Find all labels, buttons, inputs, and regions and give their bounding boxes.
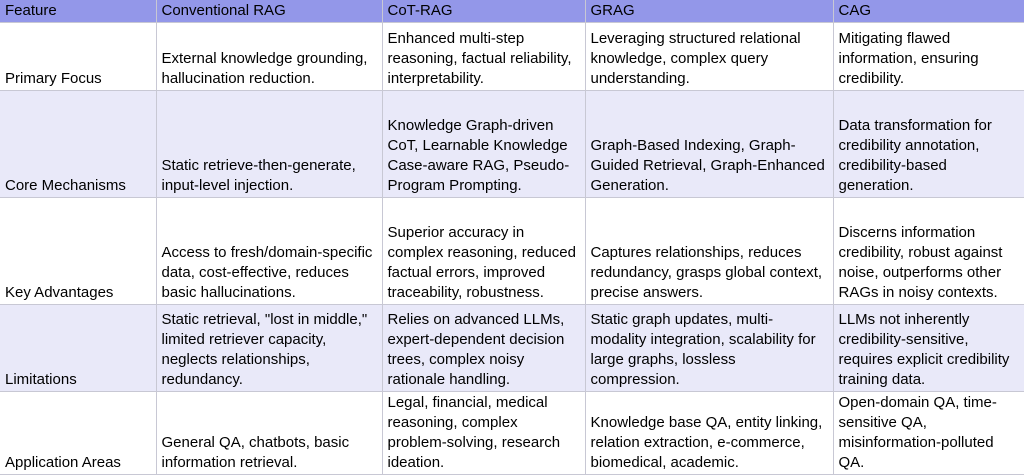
table-cell: LLMs not inherently credibility-sensitiv… — [833, 304, 1024, 392]
header-cell-cot-rag: CoT-RAG — [382, 0, 586, 23]
table-cell: Discerns information credibility, robust… — [833, 197, 1024, 305]
table-cell: General QA, chatbots, basic information … — [156, 391, 383, 475]
table-cell: Open-domain QA, time-sensitive QA, misin… — [833, 391, 1024, 475]
table-row: Primary Focus External knowledge groundi… — [0, 22, 1024, 91]
table-cell: Graph-Based Indexing, Graph-Guided Retri… — [585, 90, 834, 198]
table-cell: Enhanced multi-step reasoning, factual r… — [382, 22, 586, 91]
table-cell: Superior accuracy in complex reasoning, … — [382, 197, 586, 305]
table-row: Core Mechanisms Static retrieve-then-gen… — [0, 90, 1024, 198]
row-label-core-mechanisms: Core Mechanisms — [0, 90, 157, 198]
table-row: Limitations Static retrieval, "lost in m… — [0, 304, 1024, 392]
header-cell-cag: CAG — [833, 0, 1024, 23]
table-cell: Static retrieval, "lost in middle," limi… — [156, 304, 383, 392]
row-label-limitations: Limitations — [0, 304, 157, 392]
table-cell: Captures relationships, reduces redundan… — [585, 197, 834, 305]
table-row: Key Advantages Access to fresh/domain-sp… — [0, 197, 1024, 305]
row-label-application-areas: Application Areas — [0, 391, 157, 475]
table-cell: Relies on advanced LLMs, expert-dependen… — [382, 304, 586, 392]
table-cell: External knowledge grounding, hallucinat… — [156, 22, 383, 91]
table-cell: Knowledge base QA, entity linking, relat… — [585, 391, 834, 475]
table-cell: Static retrieve-then-generate, input-lev… — [156, 90, 383, 198]
table-cell: Static graph updates, multi-modality int… — [585, 304, 834, 392]
table-row: Application Areas General QA, chatbots, … — [0, 391, 1024, 475]
table-cell: Knowledge Graph-driven CoT, Learnable Kn… — [382, 90, 586, 198]
table-cell: Legal, financial, medical reasoning, com… — [382, 391, 586, 475]
table-cell: Access to fresh/domain-specific data, co… — [156, 197, 383, 305]
row-label-primary-focus: Primary Focus — [0, 22, 157, 91]
header-row: Feature Conventional RAG CoT-RAG GRAG CA… — [0, 0, 1024, 23]
table-cell: Data transformation for credibility anno… — [833, 90, 1024, 198]
row-label-key-advantages: Key Advantages — [0, 197, 157, 305]
header-cell-feature: Feature — [0, 0, 157, 23]
header-cell-grag: GRAG — [585, 0, 834, 23]
header-cell-conventional-rag: Conventional RAG — [156, 0, 383, 23]
table-cell: Mitigating flawed information, ensuring … — [833, 22, 1024, 91]
table-cell: Leveraging structured relational knowled… — [585, 22, 834, 91]
